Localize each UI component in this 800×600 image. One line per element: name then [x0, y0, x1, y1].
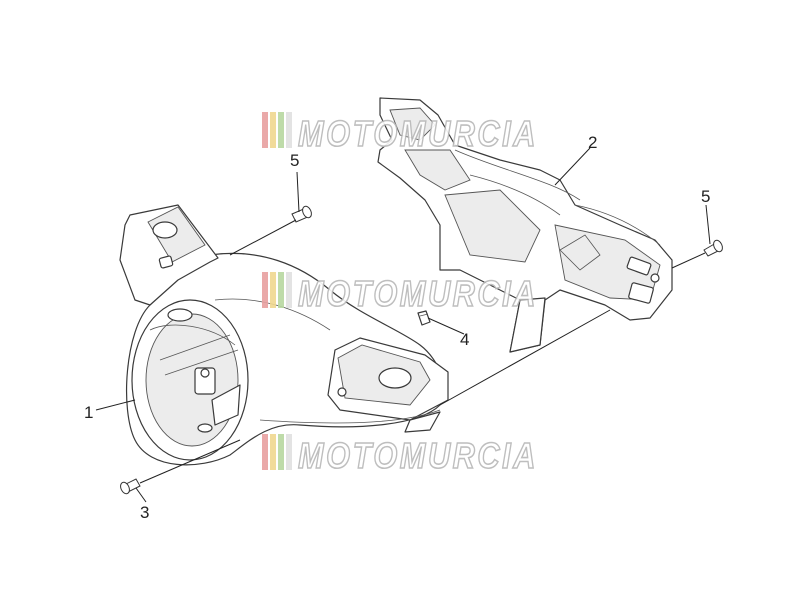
watermark-middle: MOTOMURCIA — [262, 272, 538, 315]
callout-5-left: 5 — [290, 151, 299, 170]
callout-3: 3 — [140, 503, 149, 522]
callout-1: 1 — [84, 403, 93, 422]
callout-5-right: 5 — [701, 187, 710, 206]
callout-2: 2 — [588, 133, 597, 152]
watermark-text-top: MOTOMURCIA — [298, 113, 538, 154]
screw-5-left — [291, 205, 312, 223]
screw-3 — [120, 478, 141, 495]
callout-4: 4 — [460, 330, 469, 349]
watermark-bottom: MOTOMURCIA — [262, 434, 538, 477]
leader-lines — [95, 147, 711, 503]
screw-5-right — [703, 239, 723, 257]
watermark-text-bottom: MOTOMURCIA — [298, 435, 538, 476]
watermark-text-middle: MOTOMURCIA — [298, 273, 538, 314]
clip-part — [417, 310, 431, 326]
handlebar-rear-cover — [377, 97, 673, 353]
handlebar-front-cover — [119, 204, 449, 466]
watermark-top: MOTOMURCIA — [262, 112, 538, 155]
